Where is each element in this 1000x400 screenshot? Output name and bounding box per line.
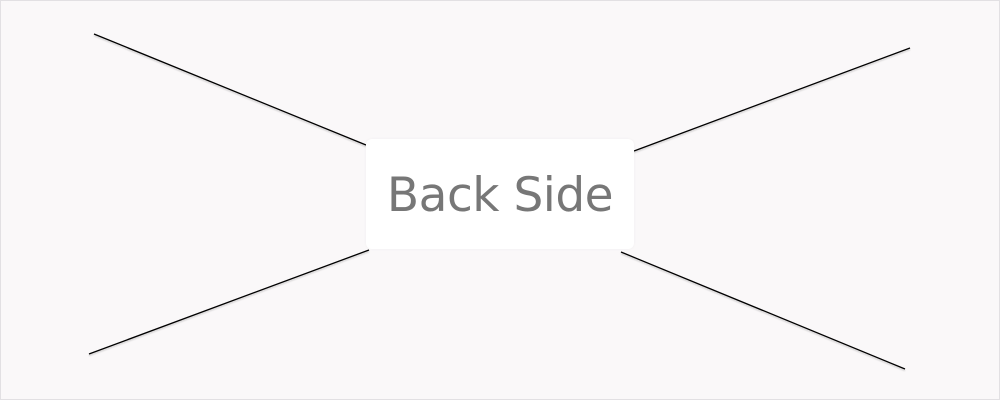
cross-line-bottom-left <box>88 249 370 355</box>
cross-line-top-left <box>93 33 367 146</box>
cross-line-bottom-right <box>620 251 906 370</box>
side-label-box: Back Side <box>366 139 634 249</box>
cross-line-top-right <box>633 47 911 152</box>
side-label: Back Side <box>386 167 614 223</box>
